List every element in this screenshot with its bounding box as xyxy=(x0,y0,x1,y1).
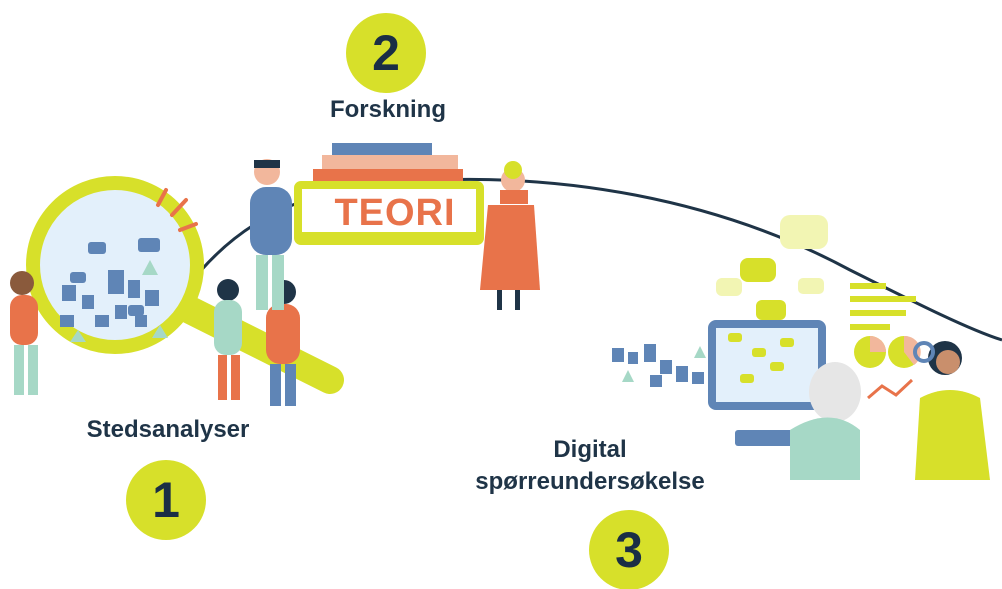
step-3-label-line2: spørreundersøkelse xyxy=(475,468,705,495)
person-gray-hair xyxy=(790,362,861,480)
step-1-number: 1 xyxy=(152,472,180,528)
person-left xyxy=(10,271,38,395)
step-1-badge: 1 xyxy=(126,460,206,540)
step-3-badge: 3 xyxy=(589,510,669,589)
magnifier-icon xyxy=(26,176,344,394)
step-2-number: 2 xyxy=(372,25,400,81)
person-man xyxy=(250,159,292,310)
step-3-number: 3 xyxy=(615,522,643,578)
town-icon xyxy=(612,344,704,387)
person-right xyxy=(913,341,990,480)
line-chart-icon xyxy=(867,378,914,400)
step-3-label-line1: Digital xyxy=(553,436,627,463)
step-3-label: Digital spørreundersøkelse xyxy=(450,434,730,498)
computer-icon xyxy=(708,320,826,446)
book-title: TEORI xyxy=(334,192,456,234)
books-icon xyxy=(294,143,484,245)
step-2-badge: 2 xyxy=(346,13,426,93)
person-woman xyxy=(480,161,540,310)
sparkle-icon xyxy=(156,188,198,232)
step-1-label: Stedsanalyser xyxy=(86,416,250,443)
speech-bubble-icon xyxy=(716,215,828,320)
pie-chart-icon xyxy=(854,335,921,368)
report-icon xyxy=(850,283,916,330)
step-2-label: Forskning xyxy=(329,96,446,123)
